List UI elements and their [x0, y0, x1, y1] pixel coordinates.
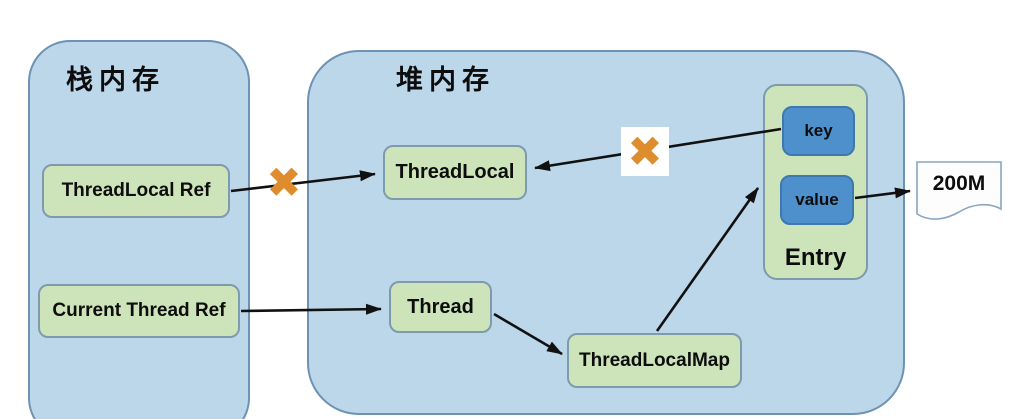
node-threadlocal-ref: ThreadLocal Ref	[42, 164, 230, 218]
stack-memory-panel	[28, 40, 250, 419]
node-threadlocalmap: ThreadLocalMap	[567, 333, 742, 388]
arrow-currentthreadref-to-thread	[240, 303, 382, 315]
node-entry-value: value	[780, 175, 854, 225]
node-entry-label: Entry	[784, 244, 847, 271]
node-threadlocal: ThreadLocal	[383, 145, 527, 200]
arrow-threadlocalmap-to-entry	[655, 187, 760, 332]
arrow-thread-to-threadlocalmap	[493, 312, 563, 356]
arrow-entrykey-to-threadlocal	[534, 127, 782, 172]
heap-memory-title: 堆内存	[396, 65, 495, 96]
node-thread: Thread	[389, 281, 492, 333]
arrow-value-to-document	[854, 187, 911, 200]
arrow-threadlocalref-to-threadlocal	[230, 170, 376, 193]
node-current-thread-ref: Current Thread Ref	[38, 284, 240, 338]
node-entry-key: key	[782, 106, 855, 156]
document-shape-200m	[916, 161, 1002, 220]
stack-memory-title: 栈内存	[66, 65, 165, 96]
node-entry: key value Entry	[763, 84, 868, 280]
